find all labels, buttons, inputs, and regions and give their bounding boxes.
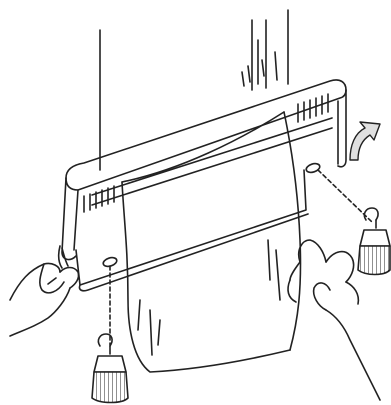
hanging-cords (100, 10, 288, 170)
curved-arrow-icon (350, 122, 380, 160)
hanging-cloth (122, 60, 301, 372)
right-weight (358, 208, 390, 275)
frame-bar (62, 80, 346, 291)
